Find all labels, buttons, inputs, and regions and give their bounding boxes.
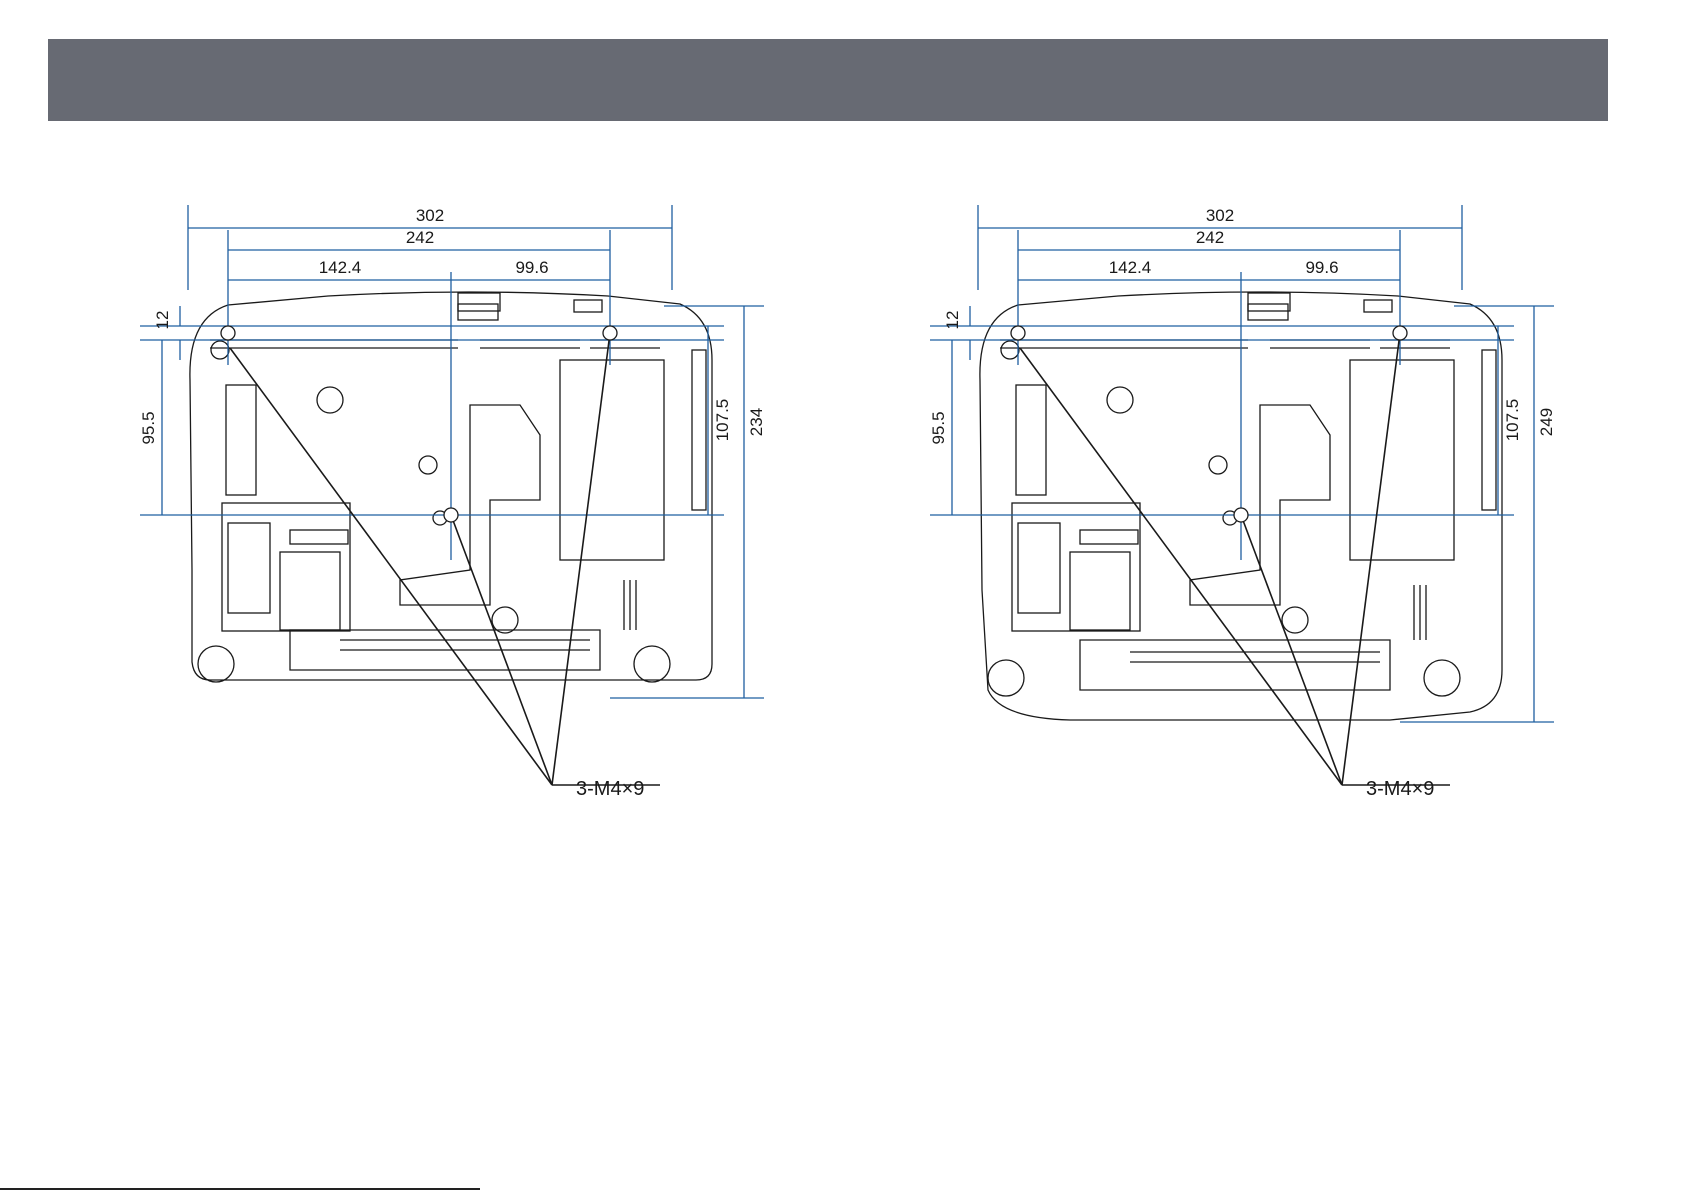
callout-leaders [230,333,660,785]
dim-right-vertical: 107.5 [1503,399,1522,442]
projector-bottom-drawing: 302 242 142.4 99.6 12 95.5 107.5 234 3-M… [140,200,790,840]
dim-width-total: 302 [1206,206,1234,225]
dim-top-offset: 12 [153,311,172,330]
header-bar [48,39,1608,121]
dim-left-vertical: 95.5 [139,411,158,444]
footer-rule [0,1188,480,1190]
diagram-2: 302 242 142.4 99.6 12 95.5 107.5 249 3-M… [930,200,1580,840]
dim-right-vertical: 107.5 [713,399,732,442]
dim-total-depth: 234 [747,408,766,436]
dim-right-segment: 99.6 [1305,258,1338,277]
projector-bottom-drawing: 302 242 142.4 99.6 12 95.5 107.5 249 3-M… [930,200,1580,840]
screw-holes [221,326,617,522]
dim-top-offset: 12 [943,311,962,330]
dim-width-total: 302 [416,206,444,225]
callout-leaders [1020,333,1450,785]
dim-left-segment: 142.4 [1109,258,1152,277]
diagram-1: 302 242 142.4 99.6 12 95.5 107.5 234 3-M… [140,200,790,840]
dimension-lines [930,205,1554,722]
dim-width-holes: 242 [1196,228,1224,247]
dim-width-holes: 242 [406,228,434,247]
dim-right-segment: 99.6 [515,258,548,277]
dim-left-segment: 142.4 [319,258,362,277]
dim-left-vertical: 95.5 [929,411,948,444]
screw-callout: 3-M4×9 [576,778,644,800]
dim-total-depth: 249 [1537,408,1556,436]
dimension-lines [140,205,764,698]
screw-holes [1011,326,1407,522]
screw-callout: 3-M4×9 [1366,778,1434,800]
